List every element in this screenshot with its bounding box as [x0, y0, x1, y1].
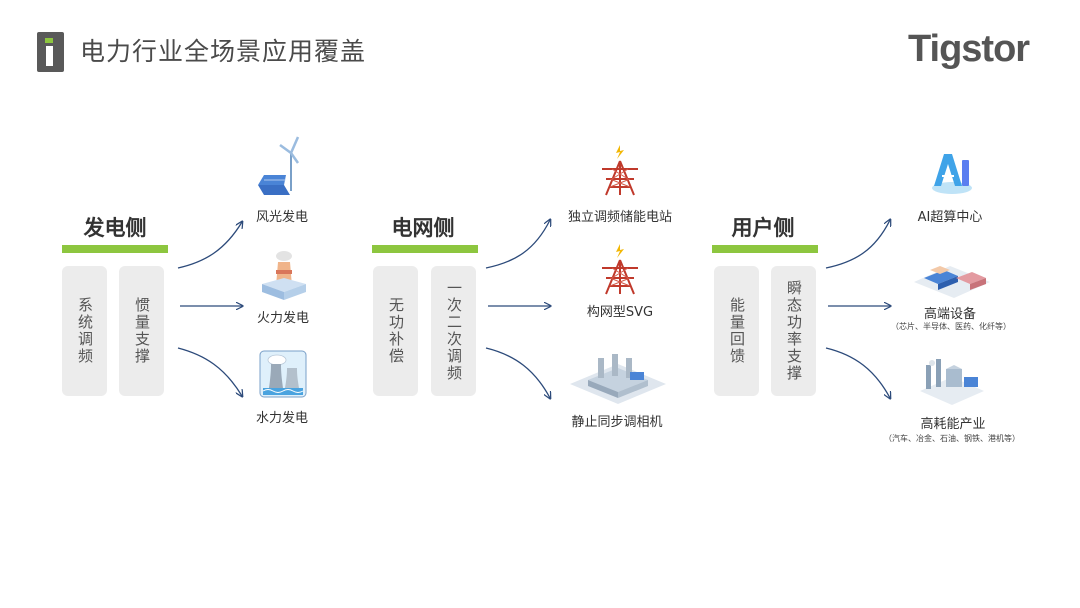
feature-card-label: 惯量支撑: [133, 297, 151, 365]
section-underline: [712, 245, 818, 253]
arrow-to-hydro: [177, 347, 242, 396]
target-label: 高耗能产业: [920, 417, 986, 432]
transmission-tower-icon: [602, 145, 638, 196]
brand-logo: Tigstor: [908, 28, 1030, 70]
target-label: 风光发电: [255, 210, 309, 225]
target-label: AI超算中心: [917, 210, 983, 225]
feature-card: 惯量支撑: [119, 266, 164, 396]
transmission-tower-icon: [602, 244, 638, 295]
target-label: 静止同步调相机: [571, 415, 663, 430]
section-underline: [62, 245, 168, 253]
arrow-to-storage-station: [485, 220, 550, 269]
feature-card: 瞬态功率支撑: [771, 266, 816, 396]
feature-card-label: 能量回馈: [728, 297, 746, 365]
section-title-grid: 电网侧: [391, 216, 455, 240]
target-sublabel: （汽车、冶金、石油、钢铁、港机等）: [884, 434, 1020, 443]
feature-card-label: 系统调频: [76, 297, 94, 365]
company-logo-icon: [37, 32, 64, 72]
feature-card: 无功补偿: [373, 266, 418, 396]
section-title-generation: 发电侧: [83, 216, 147, 240]
target-label: 水力发电: [255, 411, 309, 426]
wind-solar-icon: [258, 136, 300, 195]
target-label: 构网型SVG: [586, 305, 654, 320]
target-sublabel: （芯片、半导体、医药、化纤等）: [891, 322, 1011, 331]
target-label: 火力发电: [256, 311, 310, 326]
target-label: 高端设备: [923, 307, 977, 322]
ai-logo-icon: [932, 154, 972, 194]
target-label: 独立调频储能电站: [567, 210, 673, 225]
arrow-to-ai-center: [825, 220, 890, 269]
arrow-to-heavy-industry: [825, 347, 890, 398]
feature-card-label: 无功补偿: [387, 297, 405, 365]
feature-card: 能量回馈: [714, 266, 759, 396]
feature-card: 系统调频: [62, 266, 107, 396]
arrow-to-wind-solar: [177, 222, 242, 269]
thermal-plant-icon: [262, 251, 306, 300]
page-title: 电力行业全场景应用覆盖: [80, 37, 367, 66]
section-underline: [372, 245, 478, 253]
factory-equipment-icon: [914, 266, 990, 298]
arrow-to-condenser: [485, 347, 550, 398]
feature-card: 一次二次调频: [431, 266, 476, 396]
feature-card-label: 一次二次调频: [445, 280, 463, 382]
hydro-plant-icon: [259, 350, 307, 398]
feature-card-label: 瞬态功率支撑: [785, 280, 803, 382]
section-title-user: 用户侧: [731, 216, 795, 240]
substation-building-icon: [570, 354, 666, 404]
heavy-industry-icon: [920, 359, 984, 405]
